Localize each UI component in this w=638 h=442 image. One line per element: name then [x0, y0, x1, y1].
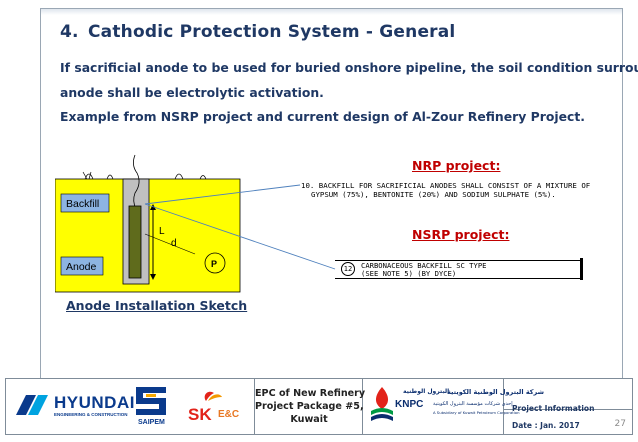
nsrp-note-line-1: CARBONACEOUS BACKFILL SC TYPE — [361, 261, 487, 270]
nsrp-note-block: 12 CARBONACEOUS BACKFILL SC TYPE (SEE NO… — [335, 258, 583, 284]
nsrp-item-number: 12 — [341, 262, 355, 276]
anode-installation-sketch: Backfill Anode L d P — [55, 154, 241, 293]
body-line-1: If sacrificial anode to be used for buri… — [60, 60, 638, 75]
knpc-flame-icon — [371, 387, 393, 421]
knpc-subsidiary: A Subsidiary of Kuwait Petroleum Corpora… — [433, 410, 520, 415]
nsrp-note: CARBONACEOUS BACKFILL SC TYPE (SEE NOTE … — [361, 262, 487, 277]
knpc-arabic-short: البترول الوطنية — [403, 388, 450, 395]
nrp-note-line-2: GYPSUM (75%), BENTONITE (20%) AND SODIUM… — [311, 190, 556, 199]
backfill-label: Backfill — [66, 198, 99, 210]
knpc-wordmark: KNPC — [395, 399, 424, 410]
knpc-arabic-name: شركة البترول الوطنية الكويتية — [447, 388, 544, 396]
slide-title: 4. Cathodic Protection System - General — [60, 22, 455, 42]
footer-knpc: البترول الوطنية شركة البترول الوطنية الك… — [363, 379, 544, 434]
footer: HYUNDAI ENGINEERING & CONSTRUCTION SAIPE… — [5, 378, 633, 435]
knpc-arabic-subsidiary: إحدى شركات مؤسسة البترول الكويتية — [433, 401, 513, 407]
nrp-project-title: NRP project: — [412, 158, 501, 173]
title-text: Cathodic Protection System - General — [88, 22, 456, 42]
project-information-label: Project Information — [512, 404, 595, 413]
footer-project: EPC of New Refinery Project Package #5, … — [255, 379, 366, 434]
title-number: 4. — [60, 22, 79, 42]
nsrp-note-line-2: (SEE NOTE 5) (BY DYCE) — [361, 268, 457, 278]
project-line-2: Project Package #5, — [255, 401, 364, 412]
hyundai-mark-icon — [16, 395, 48, 415]
nrp-note-line-1: 10. BACKFILL FOR SACRIFICIAL ANODES SHAL… — [301, 181, 591, 190]
body-line-3: Example from NSRP project and current de… — [60, 109, 585, 124]
nrp-note: 10. BACKFILL FOR SACRIFICIAL ANODES SHAL… — [301, 181, 590, 199]
body-line-2: anode shall be electrolytic activation. — [60, 85, 324, 100]
saipem-logo: SAIPEM — [134, 385, 170, 426]
footer-info: Project Information Date : Jan. 2017 27 — [504, 379, 632, 434]
distance-label: d — [171, 238, 177, 249]
sk-butterfly-icon — [204, 391, 222, 401]
saipem-mark-icon — [136, 387, 166, 415]
hyundai-logo: HYUNDAI ENGINEERING & CONSTRUCTION — [14, 393, 134, 421]
length-label: L — [159, 226, 165, 237]
footer-logos: HYUNDAI ENGINEERING & CONSTRUCTION SAIPE… — [6, 379, 255, 434]
anode-label: Anode — [66, 261, 97, 273]
page-number: 27 — [614, 419, 626, 429]
knpc-logo — [369, 385, 395, 429]
pipe-label: P — [211, 259, 217, 269]
project-line-1: EPC of New Refinery — [255, 388, 366, 399]
sketch-caption: Anode Installation Sketch — [66, 298, 248, 313]
nsrp-project-title: NSRP project: — [412, 227, 510, 242]
slide-frame — [40, 8, 623, 378]
project-line-3: Kuwait — [290, 414, 328, 425]
date-label: Date : Jan. 2017 — [512, 421, 580, 430]
